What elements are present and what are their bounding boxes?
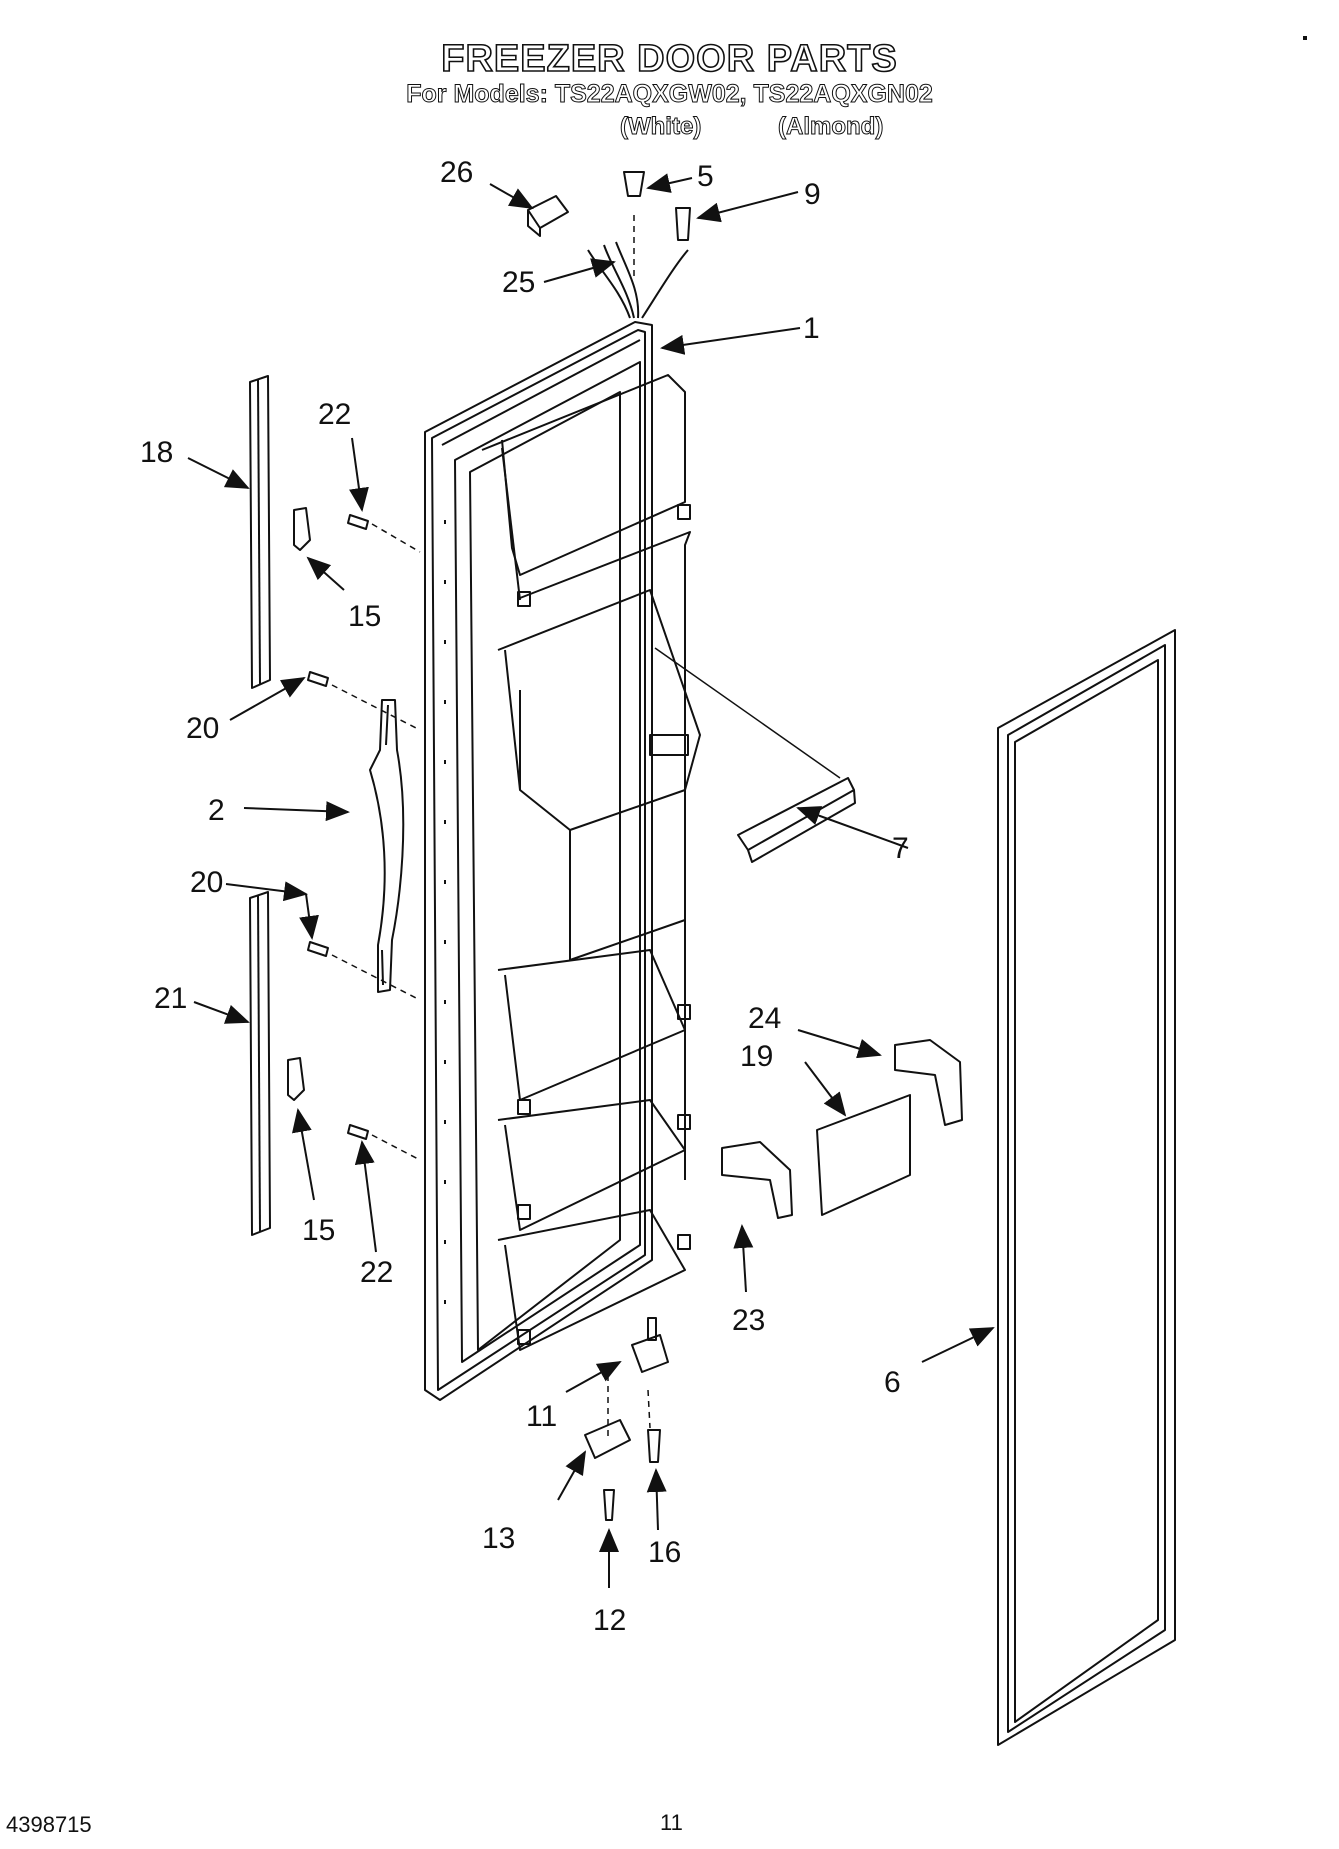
callout-7: 7 bbox=[892, 832, 909, 865]
callout-15-lower: 15 bbox=[302, 1214, 335, 1247]
corner-mark bbox=[1303, 36, 1307, 40]
door-liner-part-1 bbox=[424, 321, 701, 1401]
variant-almond: (Almond) bbox=[777, 113, 884, 141]
alignment-lines bbox=[331, 215, 651, 1440]
variant-white: (White) bbox=[619, 113, 702, 141]
callout-12: 12 bbox=[593, 1604, 626, 1637]
callout-15-upper: 15 bbox=[348, 600, 381, 633]
callout-25: 25 bbox=[502, 266, 535, 299]
callout-13: 13 bbox=[482, 1522, 515, 1555]
callout-5: 5 bbox=[697, 160, 714, 193]
callout-2: 2 bbox=[208, 794, 225, 827]
callout-9: 9 bbox=[804, 178, 821, 211]
door-gasket-part-6 bbox=[997, 629, 1176, 1746]
callout-18: 18 bbox=[140, 436, 173, 469]
callout-26: 26 bbox=[440, 156, 473, 189]
models-line: For Models: TS22AQXGW02, TS22AQXGN02 bbox=[406, 80, 934, 109]
callout-1: 1 bbox=[803, 312, 820, 345]
callout-labels: 1 2 5 6 7 9 11 12 13 15 15 16 18 19 20 2… bbox=[140, 156, 909, 1637]
bar-part-7 bbox=[737, 777, 856, 863]
screw-part-20-lower bbox=[307, 941, 329, 957]
page-number: 11 bbox=[660, 1810, 683, 1835]
callout-20-lower: 20 bbox=[190, 866, 223, 899]
clip-part-15-upper bbox=[293, 507, 311, 551]
trim-strip-part-21 bbox=[249, 891, 271, 1236]
clip-part-15-lower bbox=[287, 1057, 305, 1101]
screw-part-12 bbox=[603, 1489, 615, 1521]
callout-11: 11 bbox=[526, 1400, 557, 1433]
bracket-part-24 bbox=[894, 1039, 963, 1126]
trim-strip-part-18 bbox=[249, 375, 271, 689]
hinge-part-11 bbox=[631, 1317, 669, 1373]
callout-20-upper: 20 bbox=[186, 712, 219, 745]
callout-16: 16 bbox=[648, 1536, 681, 1569]
callout-19: 19 bbox=[740, 1040, 773, 1073]
callout-21: 21 bbox=[154, 982, 187, 1015]
hinge-bracket-part-13 bbox=[584, 1419, 631, 1459]
leader-arrows bbox=[187, 173, 995, 1588]
document-number: 4398715 bbox=[6, 1812, 92, 1837]
screw-part-16 bbox=[647, 1429, 661, 1463]
screw-part-9 bbox=[675, 207, 691, 241]
bracket-part-23 bbox=[721, 1141, 793, 1219]
screw-part-20-upper bbox=[307, 671, 329, 687]
leader-part-7 bbox=[654, 647, 841, 779]
callout-24: 24 bbox=[748, 1002, 781, 1035]
callout-22-upper: 22 bbox=[318, 398, 351, 431]
callout-6: 6 bbox=[884, 1366, 901, 1399]
door-handle-part-2 bbox=[369, 699, 405, 993]
plug-part-5 bbox=[623, 171, 645, 197]
callout-22-lower: 22 bbox=[360, 1256, 393, 1289]
callout-23: 23 bbox=[732, 1304, 765, 1337]
screw-part-22-lower bbox=[347, 1124, 369, 1140]
page-title: FREEZER DOOR PARTS bbox=[440, 37, 898, 81]
connector-part-26 bbox=[527, 195, 569, 237]
cover-part-19 bbox=[816, 1094, 911, 1216]
screw-part-22-upper bbox=[347, 514, 369, 530]
wire-harness-part-25 bbox=[587, 241, 689, 319]
